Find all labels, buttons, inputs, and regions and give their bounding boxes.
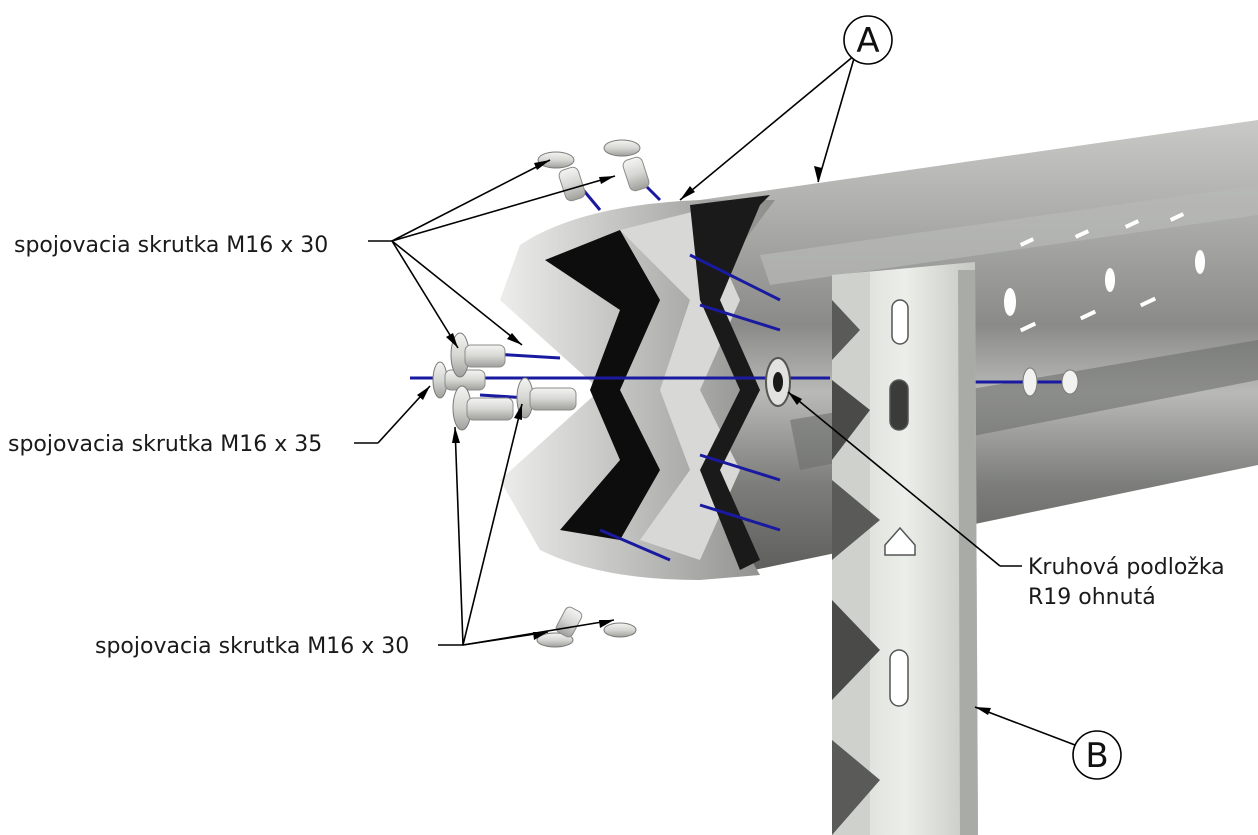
bolt-bottom-1	[536, 606, 583, 648]
beam-end-profile	[500, 195, 775, 580]
label-bolt-middle: spojovacia skrutka M16 x 35	[8, 432, 322, 457]
leader-lines	[354, 54, 1076, 746]
leader-bolt-bottom	[438, 403, 615, 646]
callout-b: B	[1072, 730, 1122, 780]
bolt-bottom-2	[603, 622, 637, 638]
leader-bolt-middle	[354, 385, 431, 444]
label-bolt-top: spojovacia skrutka M16 x 30	[14, 233, 328, 258]
bolt-top-2	[603, 139, 650, 192]
label-bolt-bottom: spojovacia skrutka M16 x 30	[95, 634, 409, 659]
bolt-top-1	[537, 151, 586, 202]
bolts	[432, 139, 1079, 648]
label-washer-line1: Kruhová podložka	[1028, 555, 1225, 580]
label-washer-line2: R19 ohnutá	[1028, 585, 1156, 610]
callout-a: A	[843, 15, 893, 65]
beam-slots	[1004, 212, 1205, 333]
leader-a	[679, 54, 856, 201]
guardrail-beam	[700, 120, 1258, 575]
leader-washer	[787, 391, 1022, 567]
post-slots	[884, 299, 916, 707]
leader-bolt-top	[368, 159, 616, 349]
callout-a-letter: A	[856, 21, 879, 61]
leader-b	[974, 706, 1076, 746]
bolt-right	[1022, 367, 1079, 397]
washer	[765, 357, 791, 407]
post	[832, 262, 978, 835]
callout-b-letter: B	[1085, 736, 1108, 776]
